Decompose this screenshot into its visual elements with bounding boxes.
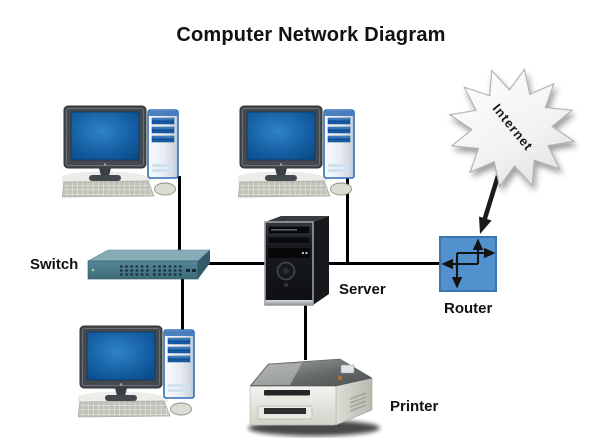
keyboard-icon [78, 400, 171, 418]
monitor-icon [79, 325, 163, 401]
tower-icon [323, 109, 355, 179]
tower-icon [147, 109, 179, 179]
switch-icon [87, 249, 210, 280]
internet-router-arrow [482, 175, 501, 221]
printer-control-panel [340, 364, 355, 374]
page-title: Computer Network Diagram [176, 24, 446, 46]
workstation-2 [238, 105, 355, 198]
server-icon [264, 216, 329, 306]
router-icon [439, 236, 497, 292]
keyboard-icon [238, 180, 331, 198]
mouse-icon [330, 182, 352, 196]
workstation-1 [62, 105, 179, 198]
mouse-icon [170, 402, 192, 416]
switch-label: Switch [30, 256, 79, 273]
workstation-3 [78, 325, 195, 418]
router-arrows [441, 238, 495, 289]
switch-ports [120, 265, 196, 276]
mouse-icon [154, 182, 176, 196]
link-workstation1-switch [178, 176, 181, 252]
link-server-router [329, 262, 440, 265]
switch-led [91, 268, 95, 272]
printer-vents [350, 392, 366, 412]
router-label: Router [444, 300, 493, 317]
keyboard-icon [62, 180, 155, 198]
monitor-icon [63, 105, 147, 181]
link-switch-workstation3 [181, 276, 184, 334]
monitor-icon [239, 105, 323, 181]
tower-icon [163, 329, 195, 399]
server-label: Server [339, 281, 386, 298]
internet-cloud: Internet [448, 68, 576, 234]
printer-output-slot [264, 390, 310, 396]
link-switch-server [200, 262, 266, 265]
link-server-printer [304, 302, 307, 360]
printer-icon [248, 358, 380, 436]
link-workstation2-trunk [346, 178, 349, 265]
starburst-shape [448, 68, 576, 188]
printer-label: Printer [390, 398, 439, 415]
